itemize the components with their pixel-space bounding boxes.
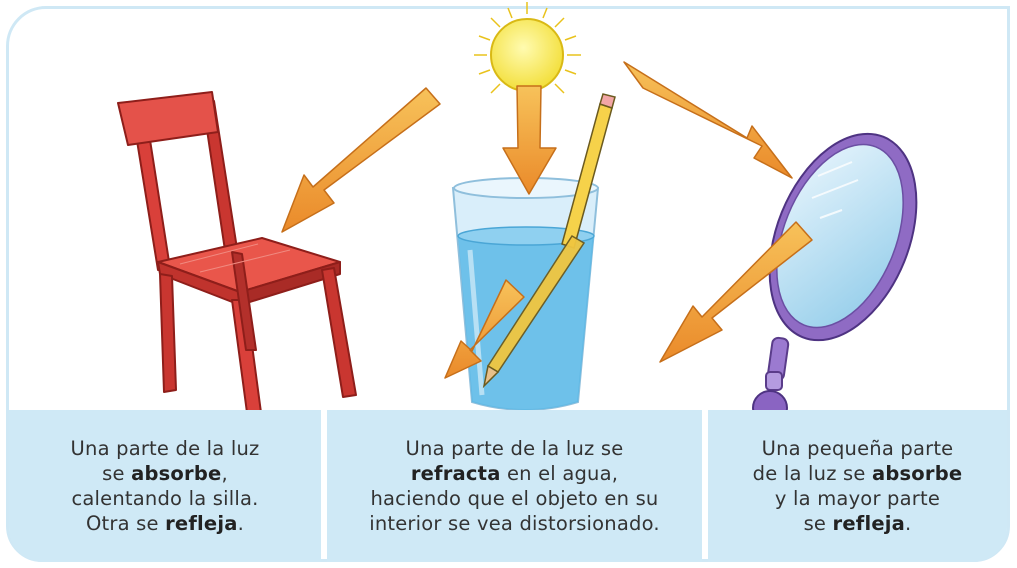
caption-segment: , — [221, 462, 228, 485]
caption-segment: interior se vea distorsionado. — [369, 512, 660, 535]
pencil-icon — [482, 93, 616, 389]
caption-segment: Una pequeña parte — [761, 437, 954, 460]
hand-mirror-icon — [752, 132, 918, 426]
keyword-bold: refleja — [165, 512, 238, 535]
caption-segment: Una parte de la luz se — [405, 437, 624, 460]
caption-segment: de la luz se — [752, 462, 872, 485]
caption-segment: . — [237, 512, 244, 535]
arrow-icon — [281, 61, 813, 379]
sun-icon — [474, 2, 581, 108]
caption-segment: se — [102, 462, 132, 485]
caption-segment: y la mayor parte — [774, 487, 941, 510]
keyword-bold: absorbe — [131, 462, 222, 485]
caption-segment: . — [905, 512, 912, 535]
caption-segment: Otra se — [85, 512, 166, 535]
keyword-bold: refleja — [832, 512, 906, 535]
caption-segment: se — [803, 512, 833, 535]
keyword-bold: absorbe — [871, 462, 963, 485]
caption-segment: haciendo que el objeto en su — [370, 487, 659, 510]
chair-icon — [117, 91, 357, 421]
keyword-bold: refracta — [410, 462, 501, 485]
caption-segment: Una parte de la luz — [70, 437, 260, 460]
caption-segment: calentando la silla. — [71, 487, 259, 510]
caption-segment: en el agua, — [500, 462, 619, 485]
